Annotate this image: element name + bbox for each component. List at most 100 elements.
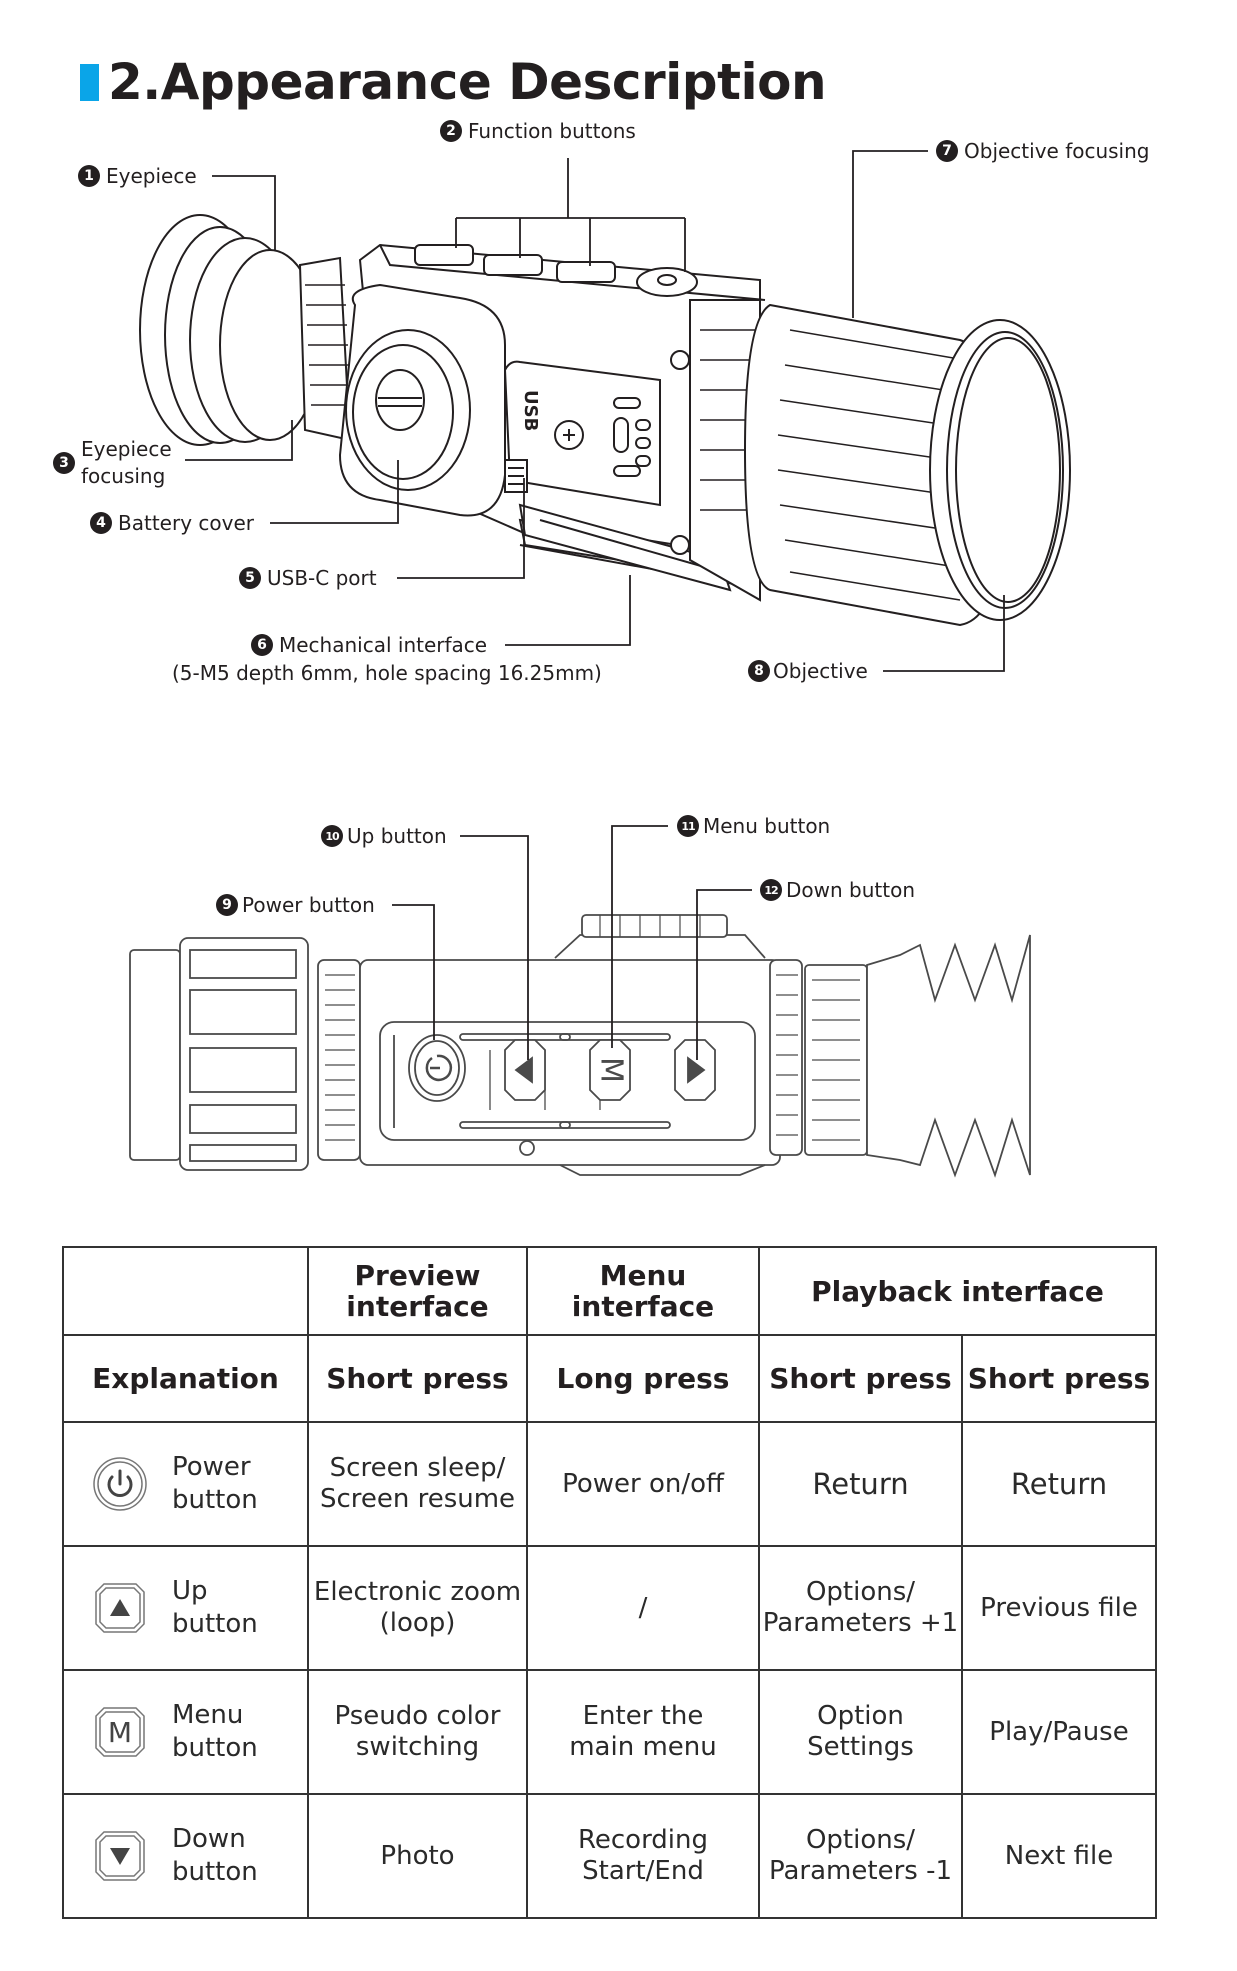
button-name: Menu — [172, 1700, 244, 1730]
label-power-button: 9 Power button — [216, 893, 375, 917]
callout-number: 10 — [321, 825, 343, 847]
mechanical-interface-note: (5-M5 depth 6mm, hole spacing 16.25mm) — [172, 661, 602, 685]
header-playback-interface: Playback interface — [758, 1246, 1157, 1336]
callout-number: 7 — [936, 140, 958, 162]
button-name-line2: button — [172, 1857, 258, 1887]
callout-number: 3 — [53, 452, 75, 474]
menu-long-press: Enter the main menu — [526, 1669, 760, 1795]
table-row: Power button Screen sleep/ Screen resume… — [62, 1421, 1157, 1547]
playback-short-press-2: Previous file — [961, 1545, 1157, 1671]
objective-lens-drawing — [929, 319, 1071, 621]
preview-short-press: Screen sleep/ Screen resume — [307, 1421, 528, 1547]
label-text: Menu button — [703, 814, 831, 838]
label-text: Battery cover — [118, 511, 254, 535]
button-name-line2: button — [172, 1485, 258, 1515]
playback-short-press-2: Play/Pause — [961, 1669, 1157, 1795]
label-function-buttons: 2 Function buttons — [440, 119, 636, 143]
button-function-table: Preview interface Menu interface Playbac… — [62, 1246, 1157, 1919]
header-short-press: Short press — [961, 1334, 1157, 1423]
preview-short-press: Pseudo color switching — [307, 1669, 528, 1795]
button-cell: Down button — [62, 1793, 309, 1919]
label-text: Eyepiece — [81, 437, 172, 461]
label-down-button: 12 Down button — [760, 878, 915, 902]
label-objective: 8 Objective — [748, 659, 868, 683]
focus-ring-drawing — [317, 959, 361, 1161]
table-header-row-1: Preview interface Menu interface Playbac… — [62, 1246, 1157, 1336]
label-mechanical-interface: 6 Mechanical interface — [251, 633, 487, 657]
svg-text:M: M — [594, 1057, 629, 1083]
label-menu-button: 11 Menu button — [677, 814, 830, 838]
callout-number: 9 — [216, 894, 238, 916]
preview-short-press: Electronic zoom (loop) — [307, 1545, 528, 1671]
header-empty — [62, 1246, 309, 1336]
playback-short-press-2: Next file — [961, 1793, 1157, 1919]
header-long-press: Long press — [526, 1334, 760, 1423]
header-preview-interface: Preview interface — [307, 1246, 528, 1336]
callout-number: 4 — [90, 512, 112, 534]
battery-cover-drawing — [338, 283, 506, 517]
label-text: Eyepiece — [106, 164, 197, 188]
button-cell: Power button — [62, 1421, 309, 1547]
up-triangle-icon — [95, 1583, 145, 1633]
title-accent-bar — [80, 64, 99, 101]
menu-long-press: Power on/off — [526, 1421, 760, 1547]
callout-number: 8 — [748, 660, 770, 682]
button-name-line2: button — [172, 1733, 258, 1763]
table-row: M Menu button Pseudo color switching Ent… — [62, 1669, 1157, 1795]
label-text: Mechanical interface — [279, 633, 488, 657]
label-usb-c-port: 5 USB-C port — [239, 566, 377, 590]
label-text: Function buttons — [468, 119, 636, 143]
playback-short-press-1: Option Settings — [758, 1669, 963, 1795]
label-text: Up button — [347, 824, 447, 848]
leader-lines-bottom — [392, 825, 752, 1060]
side-buttons-drawing: M — [408, 1034, 716, 1102]
callout-number: 12 — [760, 879, 782, 901]
header-menu-interface: Menu interface — [526, 1246, 760, 1336]
header-short-press: Short press — [307, 1334, 528, 1423]
svg-text:M: M — [108, 1716, 132, 1749]
label-text: USB-C port — [267, 566, 377, 590]
eyepiece-side-drawing — [769, 934, 1031, 1178]
function-buttons-drawing — [414, 244, 698, 297]
table-row: Down button Photo Recording Start/End Op… — [62, 1793, 1157, 1919]
svg-text:USB: USB — [520, 390, 541, 431]
button-cell: Up button — [62, 1545, 309, 1671]
label-text-line2: focusing — [81, 464, 166, 488]
usb-panel-drawing: USB — [503, 360, 661, 507]
menu-m-icon: M — [95, 1707, 145, 1757]
label-text: Objective focusing — [964, 139, 1150, 163]
button-cell: M Menu button — [62, 1669, 309, 1795]
label-eyepiece-focusing: 3 Eyepiece focusing — [53, 436, 172, 490]
objective-end-drawing — [129, 937, 309, 1171]
page-title: 2.Appearance Description — [108, 53, 827, 111]
callout-number: 2 — [440, 120, 462, 142]
playback-short-press-1: Return — [758, 1421, 963, 1547]
label-eyepiece: 1 Eyepiece — [78, 164, 197, 188]
body-side-drawing — [359, 914, 781, 1176]
playback-short-press-1: Options/ Parameters -1 — [758, 1793, 963, 1919]
callout-number: 1 — [78, 165, 100, 187]
menu-long-press: Recording Start/End — [526, 1793, 760, 1919]
preview-short-press: Photo — [307, 1793, 528, 1919]
button-name-line2: button — [172, 1609, 258, 1639]
table-header-row-2: Explanation Short press Long press Short… — [62, 1334, 1157, 1423]
label-battery-cover: 4 Battery cover — [90, 511, 254, 535]
objective-focusing-ring-drawing — [689, 299, 1001, 627]
callout-number: 11 — [677, 815, 699, 837]
label-text: Power button — [242, 893, 375, 917]
label-up-button: 10 Up button — [321, 824, 447, 848]
power-icon — [93, 1457, 147, 1511]
menu-long-press: / — [526, 1545, 760, 1671]
mounting-rail-drawing — [518, 350, 732, 592]
leader-lines-top — [185, 150, 1005, 672]
label-objective-focusing: 7 Objective focusing — [936, 139, 1150, 163]
table-row: Up button Electronic zoom (loop) / Optio… — [62, 1545, 1157, 1671]
callout-number: 5 — [239, 567, 261, 589]
playback-short-press-1: Options/ Parameters +1 — [758, 1545, 963, 1671]
button-name: Down — [172, 1824, 246, 1854]
device-side-drawing: M — [129, 825, 1031, 1178]
callout-number: 6 — [251, 634, 273, 656]
header-explanation: Explanation — [62, 1334, 309, 1423]
button-name: Up — [172, 1576, 208, 1606]
label-text: Down button — [786, 878, 915, 902]
